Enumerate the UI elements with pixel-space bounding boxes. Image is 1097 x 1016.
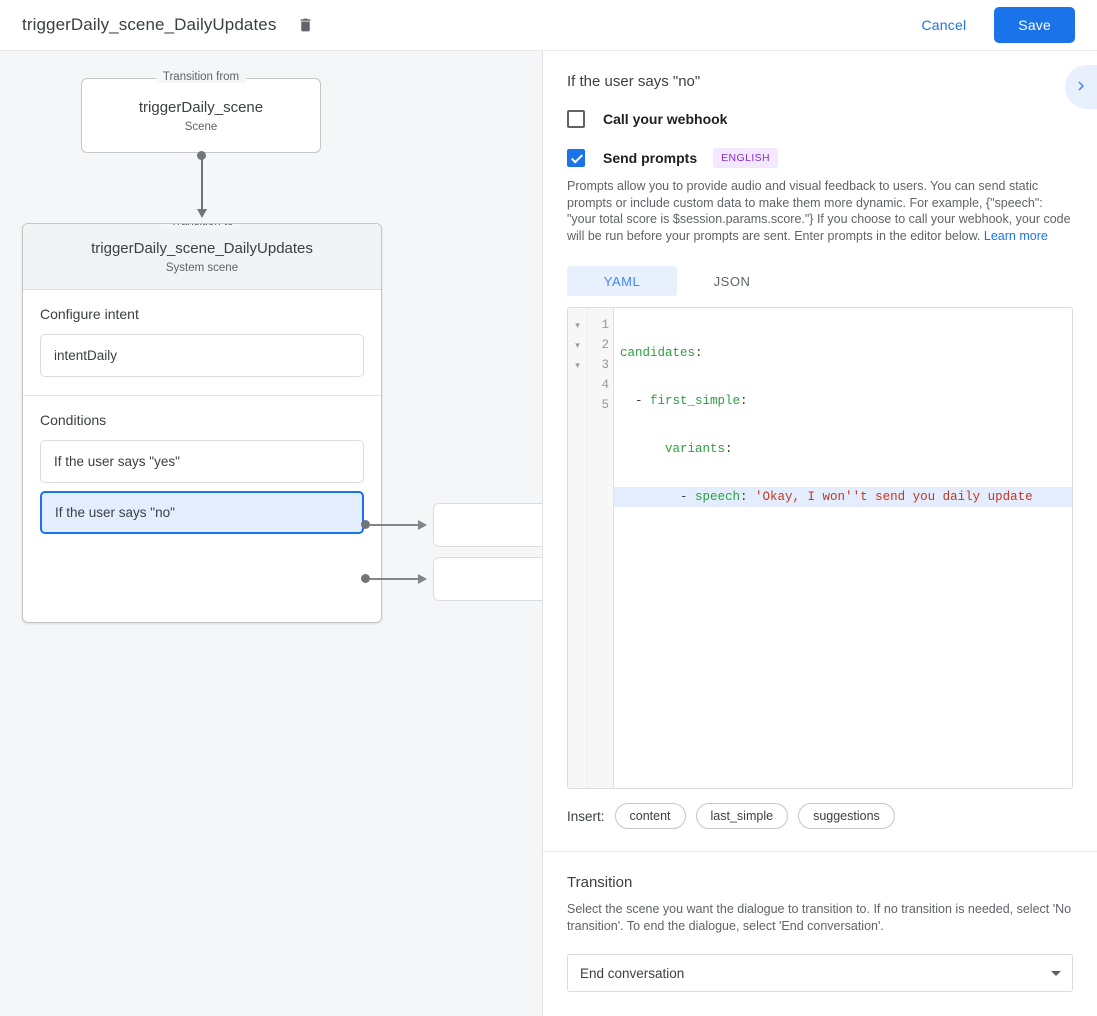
configure-intent-section: Configure intent intentDaily <box>23 290 381 395</box>
connector-yes-line <box>369 524 421 526</box>
code-punct: : <box>695 346 703 360</box>
transition-from-title: triggerDaily_scene <box>138 98 264 116</box>
code-line[interactable] <box>614 535 1072 555</box>
code-line[interactable]: - first_simple: <box>614 391 1072 411</box>
connector-yes-dot <box>361 520 370 529</box>
delete-button[interactable] <box>292 12 318 38</box>
code-key: first_simple <box>650 394 741 408</box>
call-webhook-label: Call your webhook <box>603 111 728 127</box>
transition-help-text: Select the scene you want the dialogue t… <box>567 902 1072 933</box>
code-value: 'Okay, I won''t send you daily update <box>755 490 1033 504</box>
call-webhook-checkbox[interactable] <box>567 110 585 128</box>
code-indent: - <box>620 394 651 408</box>
language-badge: ENGLISH <box>713 148 779 168</box>
send-prompts-row: Send prompts ENGLISH <box>567 148 1073 168</box>
line-number: 2 <box>601 338 609 352</box>
condition-item-no[interactable]: If the user says "no" <box>40 491 364 534</box>
prompts-help-text: Prompts allow you to provide audio and v… <box>567 178 1073 244</box>
code-indent <box>620 442 665 456</box>
transition-to-subtitle: System scene <box>165 261 239 274</box>
flow-arrow-head <box>196 209 207 218</box>
intent-value[interactable]: intentDaily <box>40 334 364 377</box>
connector-no-head <box>418 574 427 584</box>
top-toolbar: triggerDaily_scene_DailyUpdates Cancel S… <box>0 0 1097 51</box>
transition-target-value: End conversation <box>580 965 685 981</box>
connector-no-dot <box>361 574 370 583</box>
fold-gutter[interactable]: ▾ ▾ ▾ <box>568 308 588 788</box>
trash-icon <box>297 16 314 34</box>
configure-intent-label: Configure intent <box>40 306 139 322</box>
page-title: triggerDaily_scene_DailyUpdates <box>22 15 277 34</box>
graph-canvas[interactable]: Transition from triggerDaily_scene Scene… <box>0 51 542 1016</box>
fold-marker-2[interactable]: ▾ <box>575 340 580 350</box>
code-key: speech <box>695 490 741 504</box>
fold-marker-1[interactable]: ▾ <box>575 320 580 330</box>
chevron-down-icon <box>1051 971 1061 976</box>
code-key: candidates <box>620 346 696 360</box>
send-prompts-checkbox[interactable] <box>567 149 585 167</box>
target-node-no[interactable] <box>433 557 542 601</box>
insert-label: Insert: <box>567 808 605 824</box>
insert-pill-suggestions[interactable]: suggestions <box>798 803 895 829</box>
insert-pill-content[interactable]: content <box>614 803 686 829</box>
details-panel: If the user says "no" Call your webhook … <box>542 51 1097 1016</box>
tab-json[interactable]: JSON <box>677 266 787 296</box>
insert-row: Insert: content last_simple suggestions <box>567 803 1073 829</box>
transition-from-node[interactable]: Transition from triggerDaily_scene Scene <box>81 71 321 153</box>
transition-to-title: triggerDaily_scene_DailyUpdates <box>91 239 313 257</box>
fold-marker-5 <box>568 395 587 415</box>
connector-yes-head <box>418 520 427 530</box>
cancel-button[interactable]: Cancel <box>912 9 977 41</box>
line-number: 1 <box>601 318 609 332</box>
toolbar-actions: Cancel Save <box>912 7 1075 43</box>
tab-yaml[interactable]: YAML <box>567 266 677 296</box>
code-punct: : <box>740 490 756 504</box>
details-panel-body: Call your webhook Send prompts ENGLISH P… <box>543 110 1097 992</box>
code-punct: : <box>740 394 748 408</box>
editor-format-tabs: YAML JSON <box>567 266 1073 296</box>
prompts-help-body: Prompts allow you to provide audio and v… <box>567 179 1071 243</box>
target-node-yes[interactable] <box>433 503 542 547</box>
code-key: variants <box>665 442 726 456</box>
connector-no-line <box>369 578 421 580</box>
transition-target-select[interactable]: End conversation <box>567 954 1073 992</box>
chevron-right-icon <box>1072 77 1090 98</box>
section-divider <box>543 851 1097 852</box>
transition-from-legend: Transition from <box>155 71 247 83</box>
collapse-panel-button[interactable] <box>1065 65 1097 109</box>
condition-item-yes[interactable]: If the user says "yes" <box>40 440 364 483</box>
code-line-active[interactable]: - speech: 'Okay, I won''t send you daily… <box>614 487 1072 507</box>
line-number-gutter: 1 2 3 4 5 <box>588 308 614 788</box>
learn-more-link[interactable]: Learn more <box>983 228 1048 243</box>
fold-marker-4 <box>568 375 587 395</box>
line-number: 4 <box>601 378 609 392</box>
fold-marker-3[interactable]: ▾ <box>575 360 580 370</box>
code-line[interactable]: candidates: <box>614 343 1072 363</box>
line-number: 3 <box>601 358 609 372</box>
flow-arrow <box>194 151 210 221</box>
code-line[interactable]: variants: <box>614 439 1072 459</box>
prompt-code-editor[interactable]: ▾ ▾ ▾ 1 2 3 4 5 candidates: - first_simp… <box>567 307 1073 789</box>
transition-from-subtitle: Scene <box>184 120 218 133</box>
conditions-label: Conditions <box>40 412 107 428</box>
code-indent: - <box>620 490 696 504</box>
webhook-row: Call your webhook <box>567 110 1073 128</box>
transition-to-header: triggerDaily_scene_DailyUpdates System s… <box>23 224 381 290</box>
transition-to-legend: Transition to <box>163 224 241 228</box>
details-panel-header: If the user says "no" <box>543 51 1097 109</box>
details-panel-title: If the user says "no" <box>567 73 701 90</box>
transition-to-node[interactable]: Transition to triggerDaily_scene_DailyUp… <box>22 223 382 623</box>
flow-arrow-line <box>201 155 203 213</box>
conditions-section: Conditions If the user says "yes" If the… <box>23 395 381 552</box>
code-punct: : <box>725 442 733 456</box>
code-area[interactable]: candidates: - first_simple: variants: - … <box>614 308 1072 788</box>
save-button[interactable]: Save <box>994 7 1075 43</box>
send-prompts-label: Send prompts <box>603 150 698 166</box>
transition-section-title: Transition <box>567 874 633 891</box>
line-number: 5 <box>601 398 609 412</box>
insert-pill-last-simple[interactable]: last_simple <box>695 803 789 829</box>
